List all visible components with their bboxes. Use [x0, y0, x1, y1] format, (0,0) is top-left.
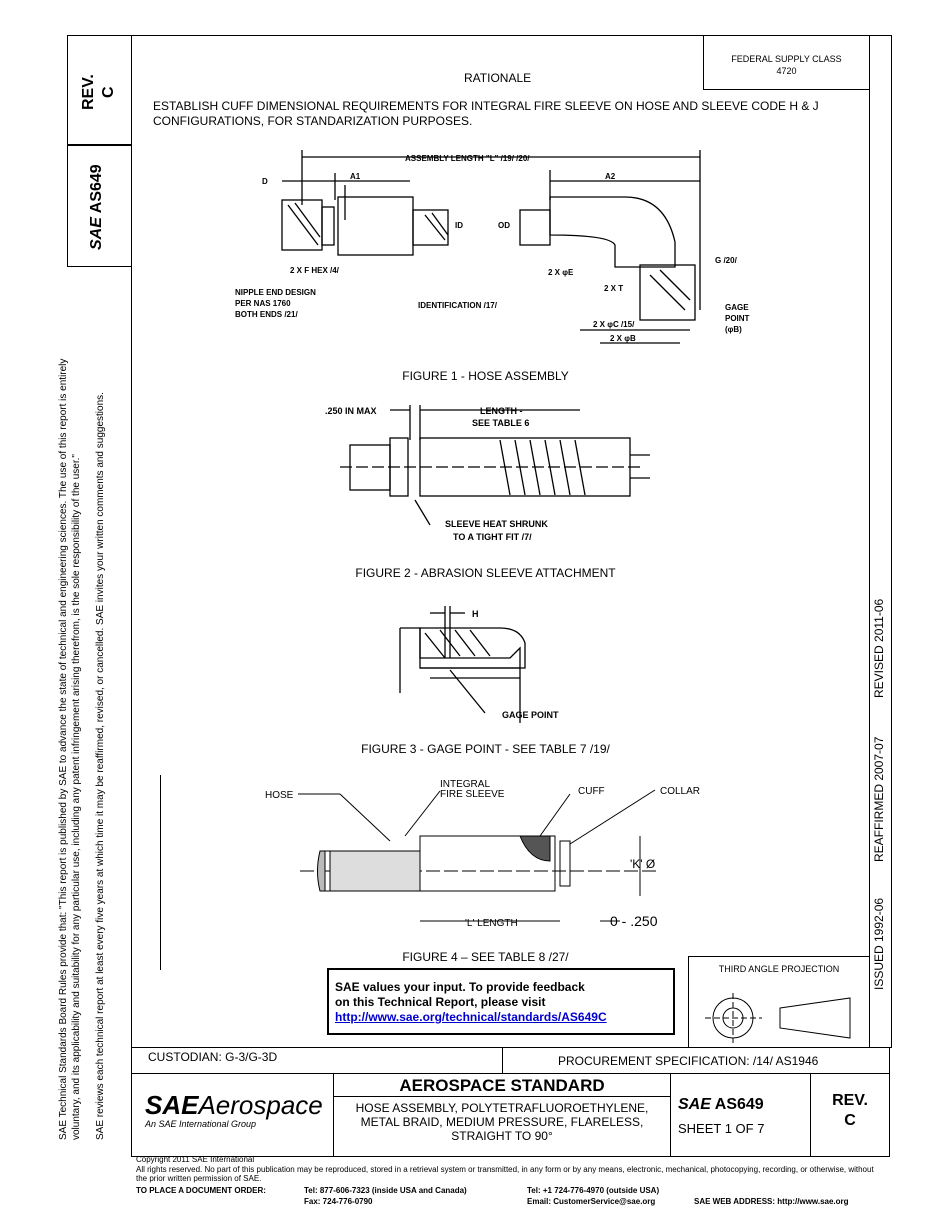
revised-date: REVISED 2011-06 — [872, 598, 886, 698]
feedback-line2: on this Technical Report, please visit — [335, 995, 546, 1009]
doc-title: HOSE ASSEMBLY, POLYTETRAFLUOROETHYLENE, … — [355, 1101, 649, 1143]
figure3-caption: FIGURE 3 - GAGE POINT - SEE TABLE 7 /19/ — [361, 742, 610, 756]
fig1-c: 2 X φC /15/ — [593, 320, 635, 329]
fig4-integral-1: INTEGRAL — [440, 779, 490, 790]
docnum: SAE AS649 — [678, 1096, 764, 1114]
fig1-b: 2 X φB — [610, 334, 636, 343]
side-note-line3: SAE reviews each technical report at lea… — [95, 392, 106, 1140]
figure4-drawing: HOSE INTEGRAL FIRE SLEEVE CUFF COLLAR 'K… — [265, 779, 700, 929]
fig1-gage-3: (φB) — [725, 325, 742, 334]
margin-line — [160, 775, 161, 970]
right-tab-frame — [869, 35, 892, 1048]
rationale-title: RATIONALE — [464, 71, 532, 85]
fig4-range: 0 - .250 — [610, 913, 658, 929]
fig2-sleeve-1: SLEEVE HEAT SHRUNK — [445, 519, 548, 529]
tel2: Tel: +1 724-776-4970 (outside USA) — [527, 1186, 660, 1195]
fig1-id: ID — [455, 221, 463, 230]
category: AEROSPACE STANDARD — [399, 1076, 605, 1095]
sae-logo-small: SAE — [88, 217, 105, 250]
fig1-od: OD — [498, 221, 510, 230]
docnum-value: AS649 — [714, 1096, 764, 1113]
feedback-link[interactable]: http://www.sae.org/technical/standards/A… — [335, 1010, 607, 1024]
side-note-line2: voluntary, and its applicability and sui… — [71, 454, 82, 1140]
fig4-l: 'L' LENGTH — [465, 918, 518, 929]
fig1-nipple-3: BOTH ENDS /21/ — [235, 310, 298, 319]
fig4-collar: COLLAR — [660, 786, 700, 797]
fig1-gage-1: GAGE — [725, 303, 749, 312]
fsc-box — [703, 35, 870, 90]
docnum-cell — [670, 1073, 811, 1157]
fig2-length-2: SEE TABLE 6 — [472, 418, 529, 428]
feedback-box: SAE values your input. To provide feedba… — [327, 968, 675, 1035]
projection-label: THIRD ANGLE PROJECTION — [718, 964, 840, 974]
logo-sae: SAE — [145, 1090, 199, 1120]
fig1-hex: 2 X F HEX /4/ — [290, 266, 340, 275]
fsc-label: FEDERAL SUPPLY CLASS — [731, 54, 842, 64]
fig1-t: 2 X T — [604, 284, 623, 293]
logo-sub: An SAE International Group — [145, 1119, 257, 1129]
left-doc-number: AS649 — [88, 164, 105, 214]
fig1-a2: A2 — [605, 172, 616, 181]
fig4-cuff: CUFF — [578, 786, 605, 797]
figure3-drawing: H GAGE POINT — [399, 606, 559, 723]
figure2-caption: FIGURE 2 - ABRASION SLEEVE ATTACHMENT — [355, 566, 616, 580]
fig1-a1: A1 — [350, 172, 361, 181]
fig4-integral-2: FIRE SLEEVE — [440, 789, 505, 800]
category-underline — [333, 1096, 671, 1097]
tel1: Tel: 877-606-7323 (inside USA and Canada… — [304, 1186, 467, 1195]
fig2-sleeve-2: TO A TIGHT FIT /7/ — [453, 532, 532, 542]
fig1-e: 2 X φE — [548, 268, 574, 277]
left-tab-rev-value: C — [100, 86, 117, 98]
order-label: TO PLACE A DOCUMENT ORDER: — [136, 1186, 266, 1195]
left-tab-doc-number: SAE AS649 — [88, 164, 106, 250]
fsc-value: 4720 — [776, 66, 797, 76]
left-tab-rev-label: REV. — [80, 74, 97, 110]
logo-aerospace: Aerospace — [198, 1090, 323, 1120]
sheet: SHEET 1 OF 7 — [678, 1121, 765, 1136]
rev-value: C — [844, 1112, 856, 1129]
issued-date: ISSUED 1992-06 — [872, 897, 886, 990]
rationale-text: ESTABLISH CUFF DIMENSIONAL REQUIREMENTS … — [153, 99, 819, 128]
fig1-gage-2: POINT — [725, 314, 750, 323]
side-note-line1: SAE Technical Standards Board Rules prov… — [58, 358, 69, 1140]
procurement: PROCUREMENT SPECIFICATION: /14/ AS1946 — [558, 1054, 819, 1068]
projection-symbol — [705, 993, 851, 1043]
fig1-nipple-2: PER NAS 1760 — [235, 299, 291, 308]
left-tab-doc — [67, 145, 132, 267]
email: Email: CustomerService@sae.org — [527, 1197, 656, 1206]
figure4-caption: FIGURE 4 – SEE TABLE 8 /27/ — [402, 950, 569, 964]
fig2-length-1: LENGTH - — [480, 406, 523, 416]
figure2-drawing: .250 IN MAX LENGTH - SEE TABLE 6 SLEEVE … — [325, 405, 650, 542]
figure1-drawing: ASSEMBLY LENGTH "L" /19/ /20/ D A1 A2 ID… — [235, 150, 750, 344]
fig3-h: H — [472, 609, 479, 619]
fig4-k: 'K' Ø — [630, 857, 655, 871]
rev-label: REV. — [832, 1092, 868, 1109]
fig1-nipple-1: NIPPLE END DESIGN — [235, 288, 316, 297]
sae-aerospace-logo: SAEAerospace — [145, 1090, 323, 1121]
fig4-hose: HOSE — [265, 790, 294, 801]
rights: All rights reserved. No part of this pub… — [136, 1165, 874, 1183]
web-address: SAE WEB ADDRESS: http://www.sae.org — [694, 1197, 849, 1206]
fig1-d: D — [262, 177, 268, 186]
fig1-g: G /20/ — [715, 256, 738, 265]
reaffirmed-date: REAFFIRMED 2007-07 — [872, 736, 886, 862]
fig1-assembly-length: ASSEMBLY LENGTH "L" /19/ /20/ — [405, 154, 530, 163]
custodian: CUSTODIAN: G-3/G-3D — [148, 1050, 278, 1064]
copyright: Copyright 2011 SAE International — [136, 1155, 255, 1164]
fig3-gage-point: GAGE POINT — [502, 710, 559, 720]
rev-cell — [810, 1073, 890, 1157]
fig1-identification: IDENTIFICATION /17/ — [418, 301, 498, 310]
sae-logo-docnum: SAE — [678, 1096, 711, 1113]
figure1-caption: FIGURE 1 - HOSE ASSEMBLY — [402, 369, 569, 383]
fig2-max: .250 IN MAX — [325, 406, 377, 416]
feedback-line1: SAE values your input. To provide feedba… — [335, 980, 585, 994]
left-tab-rev — [67, 35, 132, 145]
fax: Fax: 724-776-0790 — [304, 1197, 373, 1206]
